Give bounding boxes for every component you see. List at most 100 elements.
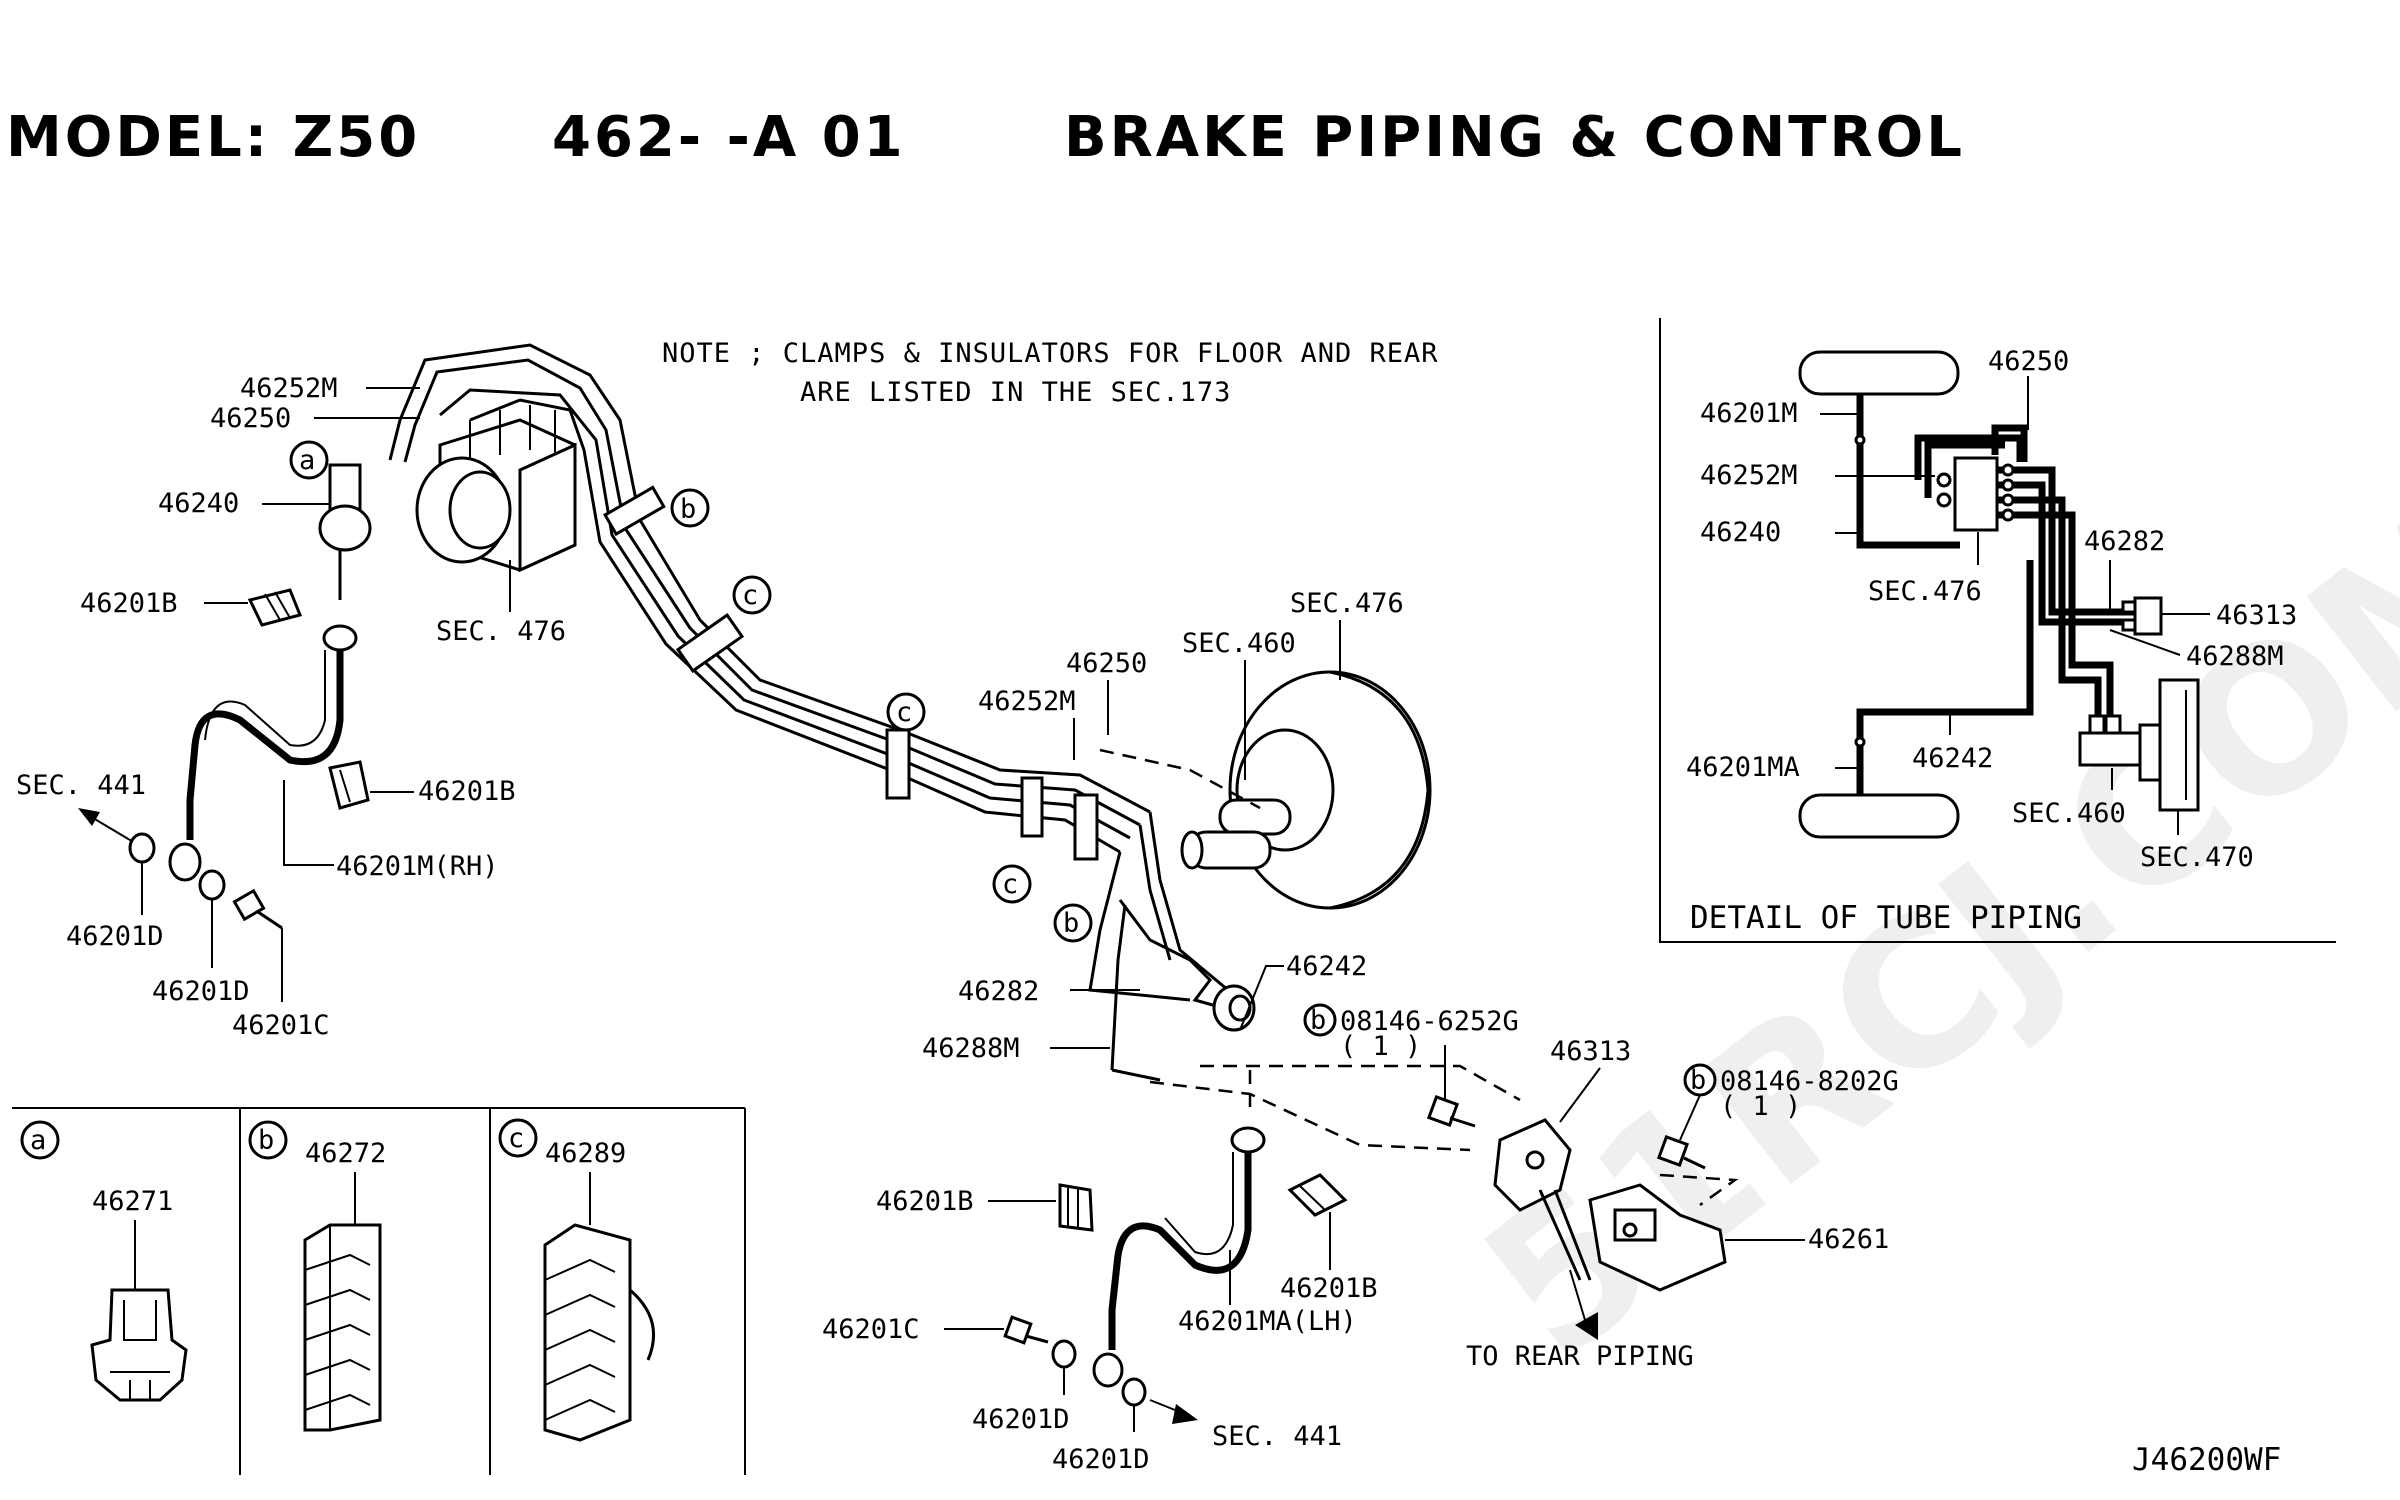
label-46201D-b: 46201D [152, 976, 250, 1007]
callout-c-3: c [992, 864, 1032, 904]
svg-text:b: b [1063, 908, 1079, 939]
brake-booster-sec476 [1180, 670, 1432, 910]
svg-text:b: b [258, 1125, 274, 1156]
bolt-08146-8202G: b 08146-8202G ( 1 ) [1656, 1063, 1899, 1170]
bolt-08146-6252G: b 08146-6252G ( 1 ) [1303, 1003, 1519, 1128]
svg-text:08146-8202G: 08146-8202G [1720, 1066, 1899, 1097]
page-title: BRAKE PIPING & CONTROL [1064, 105, 1965, 170]
label-46201B-b: 46201B [418, 776, 516, 807]
junction-block-46313 [1493, 1118, 1598, 1340]
detail-label-46252M: 46252M [1700, 460, 1798, 491]
svg-text:b: b [1310, 1005, 1326, 1036]
clip-c-part-number: 46289 [545, 1138, 626, 1169]
svg-text:a: a [299, 445, 315, 476]
clip-b-lower [1073, 793, 1099, 861]
bolt-46201C-b [1003, 1315, 1049, 1345]
callout-b-box: b [248, 1120, 288, 1160]
clip-a-part-number: 46271 [92, 1186, 173, 1217]
label-46252M-top: 46252M [240, 373, 338, 404]
clip-46201B-a [247, 588, 303, 627]
label-46201D-a: 46201D [66, 921, 164, 952]
svg-text:08146-6252G: 08146-6252G [1340, 1006, 1519, 1037]
clip-c-mid [885, 728, 911, 800]
svg-text:a: a [30, 1125, 46, 1156]
label-46250-top: 46250 [210, 403, 291, 434]
callout-c-1: c [732, 575, 772, 615]
clip-46271 [90, 1288, 188, 1402]
detail-label-46240: 46240 [1700, 517, 1781, 548]
label-46288M: 46288M [922, 1033, 1020, 1064]
label-46201B-d: 46201B [1280, 1273, 1378, 1304]
detail-panel [1659, 318, 2336, 943]
clip-c-upper [675, 613, 745, 673]
detail-label-46201M: 46201M [1700, 398, 1798, 429]
washer-46201D-a [128, 832, 156, 864]
callout-a-1: a [289, 440, 329, 480]
clip-46289 [543, 1223, 656, 1442]
svg-text:( 1 ): ( 1 ) [1340, 1031, 1421, 1062]
svg-text:c: c [508, 1123, 524, 1154]
detail-label-46250: 46250 [1988, 346, 2069, 377]
clip-46201B-b [328, 760, 370, 810]
label-46242: 46242 [1286, 951, 1367, 982]
clip-b-part-number: 46272 [305, 1138, 386, 1169]
washer-46201D-b [198, 869, 226, 901]
bolt-46201C-a [232, 888, 283, 930]
label-46252M-mid: 46252M [978, 686, 1076, 717]
detail-label-46242: 46242 [1912, 743, 1993, 774]
bracket-46261 [1588, 1183, 1727, 1292]
svg-text:( 1 ): ( 1 ) [1720, 1091, 1801, 1122]
callout-c-2: c [886, 692, 926, 732]
label-46282: 46282 [958, 976, 1039, 1007]
svg-text:c: c [896, 697, 912, 728]
label-sec441-bottom: SEC. 441 [1212, 1421, 1342, 1452]
model-label: MODEL: Z50 [6, 105, 420, 170]
washer-46201D-c [1051, 1339, 1077, 1369]
label-46201D-c: 46201D [972, 1404, 1070, 1435]
clip-b-upper [603, 485, 666, 537]
label-46261: 46261 [1808, 1224, 1889, 1255]
label-46240: 46240 [158, 488, 239, 519]
hose-46201M-rh [168, 624, 358, 882]
note-line-2: ARE LISTED IN THE SEC.173 [800, 377, 1231, 408]
callout-b-1: b [670, 488, 710, 528]
detail-label-46201MA: 46201MA [1686, 752, 1800, 783]
label-46201MA-lh: 46201MA(LH) [1178, 1306, 1357, 1337]
washer-46201D-d [1121, 1377, 1147, 1407]
section-code: 462- -A 01 [552, 105, 906, 170]
abs-actuator-unit [415, 405, 577, 573]
svg-text:b: b [680, 494, 696, 525]
svg-text:c: c [742, 580, 758, 611]
detail-label-sec470: SEC.470 [2140, 842, 2254, 873]
label-46201C-a: 46201C [232, 1010, 330, 1041]
clip-c-lower [1020, 776, 1044, 838]
callout-c-box: c [498, 1118, 538, 1158]
callout-a-box: a [20, 1120, 60, 1160]
detail-label-sec476: SEC.476 [1868, 576, 1982, 607]
detail-label-46288M: 46288M [2186, 641, 2284, 672]
label-sec476-unit: SEC. 476 [436, 616, 566, 647]
drawing-id: J46200WF [2132, 1442, 2281, 1478]
label-46201D-d: 46201D [1052, 1444, 1150, 1475]
clip-detail-boxes [12, 1107, 746, 1475]
detail-label-46313: 46313 [2216, 600, 2297, 631]
callout-b-2: b [1053, 903, 1093, 943]
label-to-rear-piping: TO REAR PIPING [1466, 1341, 1694, 1372]
clip-46272 [303, 1223, 382, 1432]
svg-text:b: b [1690, 1065, 1706, 1096]
detail-label-sec460: SEC.460 [2012, 798, 2126, 829]
detail-label-46282: 46282 [2084, 526, 2165, 557]
bracket-46240 [318, 463, 372, 600]
note-line-1: NOTE ; CLAMPS & INSULATORS FOR FLOOR AND… [662, 338, 1439, 369]
label-46201B-c: 46201B [876, 1186, 974, 1217]
label-sec460-mid: SEC.460 [1182, 628, 1296, 659]
label-sec476-booster: SEC.476 [1290, 588, 1404, 619]
label-46201C-b: 46201C [822, 1314, 920, 1345]
clip-46201B-d [1287, 1173, 1348, 1217]
label-46250-mid: 46250 [1066, 648, 1147, 679]
svg-text:c: c [1002, 869, 1018, 900]
label-46201B-a: 46201B [80, 588, 178, 619]
label-46201M-rh: 46201M(RH) [336, 851, 499, 882]
label-sec441-left: SEC. 441 [16, 770, 146, 801]
